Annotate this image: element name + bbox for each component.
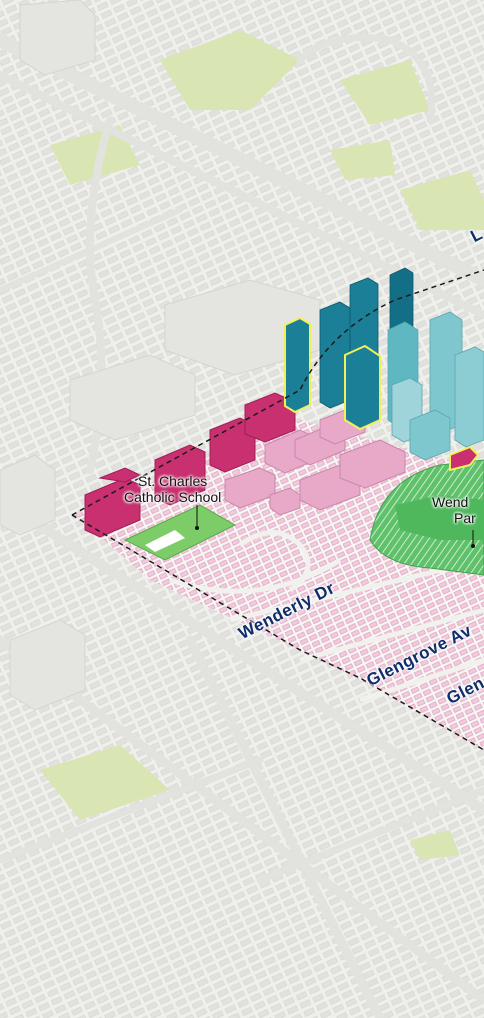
context-large-buildings [0,0,321,711]
park-label-line2: Par [454,510,476,526]
park-label-line1: Wend [432,494,469,510]
green-spaces [40,30,484,860]
midrise-buildings [84,392,296,538]
highlighted-towers [284,316,381,431]
lowrise-buildings [224,407,406,516]
highlighted-site [449,445,480,472]
study-boundary-north [71,269,484,516]
school-label-line2: Catholic School [124,489,222,505]
towers-light [387,311,484,461]
study-boundary-south [71,514,484,751]
park-field [395,495,484,540]
school-building [145,530,185,552]
park-leader-dot [471,544,475,548]
school-leader-dot [195,526,199,530]
school-label: St. Charles Catholic School [124,473,221,505]
school-label-line1: St. Charles [138,473,208,489]
park-label: Wend Par [432,494,476,526]
